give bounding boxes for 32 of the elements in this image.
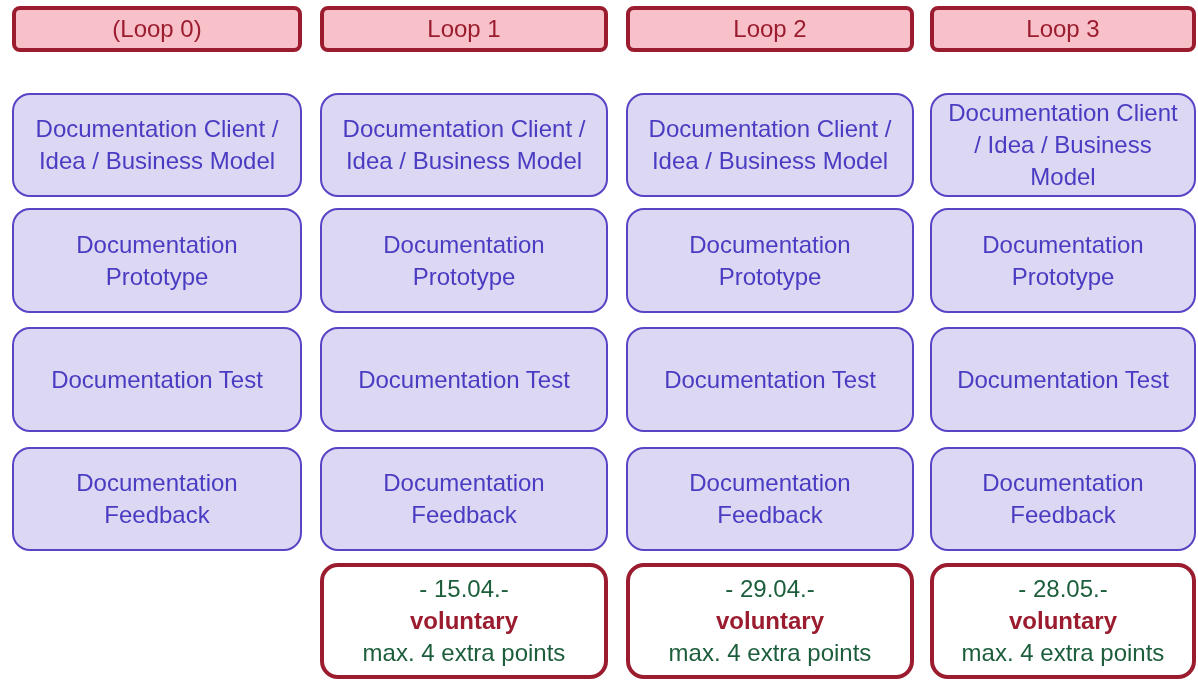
documentation-box: Documentation Client / Idea / Business Model [12,93,302,197]
points-text: max. 4 extra points [961,638,1165,668]
documentation-box: Documentation Prototype [12,208,302,313]
documentation-box: Documentation Prototype [626,208,914,313]
date-text: - 15.04.- [419,574,509,604]
status-text: voluntary [716,606,824,636]
documentation-box: Documentation Test [930,327,1196,432]
documentation-box: Documentation Feedback [12,447,302,551]
documentation-box: Documentation Test [626,327,914,432]
documentation-box: Documentation Prototype [930,208,1196,313]
documentation-box: Documentation Client / Idea / Business Model [626,93,914,197]
deadline-box [930,563,1196,679]
loop-header: (Loop 0) [12,6,302,52]
documentation-box: Documentation Feedback [626,447,914,551]
date-text: - 29.04.- [725,574,815,604]
deadline-box [626,563,914,679]
date-text: - 28.05.- [1018,574,1108,604]
loop-header: Loop 1 [320,6,608,52]
documentation-box: Documentation Test [320,327,608,432]
documentation-box: Documentation Client / Idea / Business Model [320,93,608,197]
points-text: max. 4 extra points [668,638,872,668]
status-text: voluntary [410,606,518,636]
points-text: max. 4 extra points [362,638,566,668]
status-text: voluntary [1009,606,1117,636]
documentation-box: Documentation Feedback [320,447,608,551]
documentation-box: Documentation Test [12,327,302,432]
deadline-box [320,563,608,679]
documentation-box: Documentation Feedback [930,447,1196,551]
loop-header: Loop 3 [930,6,1196,52]
loop-header: Loop 2 [626,6,914,52]
documentation-box: Documentation Client / Idea / Business Model [930,93,1196,197]
documentation-box: Documentation Prototype [320,208,608,313]
